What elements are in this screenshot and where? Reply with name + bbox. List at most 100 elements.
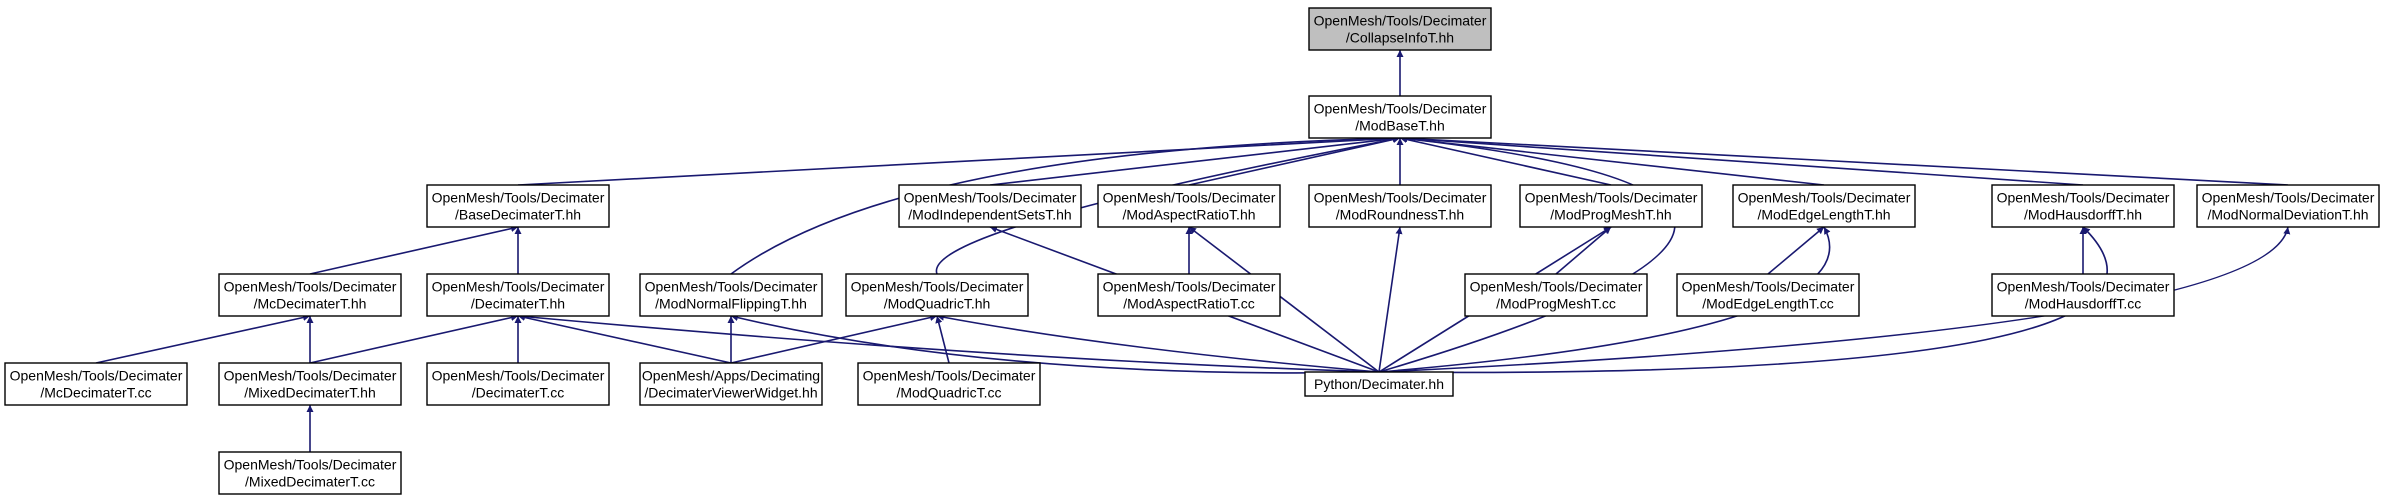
- node-modaspectratio[interactable]: OpenMesh/Tools/Decimater/ModAspectRatioT…: [1097, 184, 1281, 228]
- node-label-line: /ModAspectRatioT.hh: [1122, 207, 1255, 223]
- node-label-line: OpenMesh/Apps/Decimating: [642, 368, 820, 384]
- node-mcdecimater[interactable]: OpenMesh/Tools/Decimater/McDecimaterT.hh: [218, 273, 402, 317]
- node-decimaterviewerwidget[interactable]: OpenMesh/Apps/Decimating/DecimaterViewer…: [639, 362, 823, 406]
- node-modaspectratio_cc[interactable]: OpenMesh/Tools/Decimater/ModAspectRatioT…: [1097, 273, 1281, 317]
- node-label-line: OpenMesh/Tools/Decimater: [2202, 190, 2375, 206]
- node-mixeddecimater_cc[interactable]: OpenMesh/Tools/Decimater/MixedDecimaterT…: [218, 451, 402, 495]
- node-box: [1308, 184, 1492, 228]
- node-python_decimater[interactable]: Python/Decimater.hh: [1304, 371, 1454, 397]
- edge-modquadric_cc-to-modquadric: [935, 315, 950, 364]
- node-label-line: OpenMesh/Tools/Decimater: [432, 190, 605, 206]
- node-label-line: /MixedDecimaterT.hh: [244, 385, 376, 401]
- node-label-line: OpenMesh/Tools/Decimater: [224, 457, 397, 473]
- edge-python_decimater-to-modaspectratio: [1188, 226, 1380, 373]
- nodes-layer: OpenMesh/Tools/Decimater/CollapseInfoT.h…: [4, 7, 2380, 495]
- node-box: [1732, 184, 1916, 228]
- node-label-line: /ModIndependentSetsT.hh: [908, 207, 1071, 223]
- edge-line: [309, 314, 519, 364]
- node-box: [1308, 7, 1492, 51]
- node-box: [426, 184, 610, 228]
- edge-line: [730, 314, 938, 364]
- edge-line: [1399, 134, 2084, 186]
- node-box: [2196, 184, 2380, 228]
- node-basedecimater[interactable]: OpenMesh/Tools/Decimater/BaseDecimaterT.…: [426, 184, 610, 228]
- edge-line: [1188, 226, 1380, 373]
- node-label-line: OpenMesh/Tools/Decimater: [1314, 101, 1487, 117]
- node-box: [639, 362, 823, 406]
- node-box: [1304, 371, 1454, 397]
- edge-line: [1399, 135, 1825, 186]
- node-label-line: /ModEdgeLengthT.cc: [1702, 296, 1834, 312]
- node-label-line: OpenMesh/Tools/Decimater: [432, 279, 605, 295]
- node-box: [1991, 273, 2175, 317]
- node-label-line: OpenMesh/Tools/Decimater: [863, 368, 1036, 384]
- node-decimater[interactable]: OpenMesh/Tools/Decimater/DecimaterT.hh: [426, 273, 610, 317]
- node-decimater_cc[interactable]: OpenMesh/Tools/Decimater/DecimaterT.cc: [426, 362, 610, 406]
- node-label-line: Python/Decimater.hh: [1314, 376, 1444, 392]
- edge-python_decimater-to-modroundness: [1378, 226, 1403, 373]
- edge-modprogmesh-to-modbase: [1399, 136, 1612, 186]
- edge-line: [1399, 134, 2289, 186]
- edge-modhausdorff-to-modbase: [1399, 134, 2084, 186]
- node-label-line: /ModNormalFlippingT.hh: [655, 296, 807, 312]
- node-modnormaldeviation[interactable]: OpenMesh/Tools/Decimater/ModNormalDeviat…: [2196, 184, 2380, 228]
- node-label-line: /ModQuadricT.cc: [896, 385, 1001, 401]
- node-box: [4, 362, 188, 406]
- edges-layer: [95, 50, 2291, 452]
- edge-line: [730, 134, 1401, 275]
- node-label-line: OpenMesh/Tools/Decimater: [10, 368, 183, 384]
- node-label-line: /McDecimaterT.cc: [40, 385, 151, 401]
- node-modedgelength[interactable]: OpenMesh/Tools/Decimater/ModEdgeLengthT.…: [1732, 184, 1916, 228]
- node-modnormalflipping[interactable]: OpenMesh/Tools/Decimater/ModNormalFlippi…: [639, 273, 823, 317]
- node-label-line: OpenMesh/Tools/Decimater: [1103, 279, 1276, 295]
- node-box: [898, 184, 1082, 228]
- node-label-line: /ModNormalDeviationT.hh: [2207, 207, 2368, 223]
- node-label-line: /ModAspectRatioT.cc: [1123, 296, 1255, 312]
- node-box: [218, 451, 402, 495]
- edge-line: [1767, 226, 1825, 275]
- edge-line: [309, 225, 519, 275]
- edge-line: [517, 314, 732, 364]
- node-label-line: /ModRoundnessT.hh: [1336, 207, 1464, 223]
- node-mcdecimater_cc[interactable]: OpenMesh/Tools/Decimater/McDecimaterT.cc: [4, 362, 188, 406]
- node-modroundness[interactable]: OpenMesh/Tools/Decimater/ModRoundnessT.h…: [1308, 184, 1492, 228]
- edge-python_decimater-to-modhausdorff: [1378, 226, 2108, 374]
- node-box: [639, 273, 823, 317]
- node-modquadric_cc[interactable]: OpenMesh/Tools/Decimater/ModQuadricT.cc: [857, 362, 1041, 406]
- edge-decimaterviewerwidget-to-modquadric: [730, 314, 938, 364]
- node-label-line: /ModBaseT.hh: [1355, 118, 1445, 134]
- edge-modnormalflipping-to-modbase: [730, 134, 1401, 275]
- node-modprogmesh[interactable]: OpenMesh/Tools/Decimater/ModProgMeshT.hh: [1519, 184, 1703, 228]
- edge-line: [95, 314, 311, 364]
- node-box: [426, 362, 610, 406]
- node-collapseinfo[interactable]: OpenMesh/Tools/Decimater/CollapseInfoT.h…: [1308, 7, 1492, 51]
- node-modhausdorff[interactable]: OpenMesh/Tools/Decimater/ModHausdorffT.h…: [1991, 184, 2175, 228]
- node-box: [1097, 273, 1281, 317]
- edge-modedgelength-to-modbase: [1399, 135, 1825, 186]
- node-modprogmesh_cc[interactable]: OpenMesh/Tools/Decimater/ModProgMeshT.cc: [1464, 273, 1648, 317]
- node-label-line: /ModProgMeshT.cc: [1496, 296, 1616, 312]
- edge-line: [1555, 226, 1612, 275]
- node-label-line: OpenMesh/Tools/Decimater: [1314, 13, 1487, 29]
- node-mixeddecimater[interactable]: OpenMesh/Tools/Decimater/MixedDecimaterT…: [218, 362, 402, 406]
- node-modedgelength_cc[interactable]: OpenMesh/Tools/Decimater/ModEdgeLengthT.…: [1676, 273, 1860, 317]
- node-modquadric[interactable]: OpenMesh/Tools/Decimater/ModQuadricT.hh: [845, 273, 1029, 317]
- node-label-line: /BaseDecimaterT.hh: [455, 207, 581, 223]
- node-modhausdorff_cc[interactable]: OpenMesh/Tools/Decimater/ModHausdorffT.c…: [1991, 273, 2175, 317]
- node-label-line: OpenMesh/Tools/Decimater: [1738, 190, 1911, 206]
- node-box: [857, 362, 1041, 406]
- edge-line: [1378, 135, 1676, 373]
- node-label-line: /ModHausdorffT.hh: [2024, 207, 2142, 223]
- node-modbase[interactable]: OpenMesh/Tools/Decimater/ModBaseT.hh: [1308, 95, 1492, 139]
- node-modindependentsets[interactable]: OpenMesh/Tools/Decimater/ModIndependentS…: [898, 184, 1082, 228]
- node-label-line: OpenMesh/Tools/Decimater: [1682, 279, 1855, 295]
- edge-python_decimater-to-modnormalflipping: [730, 314, 1380, 374]
- node-label-line: /ModProgMeshT.hh: [1550, 207, 1671, 223]
- edge-line: [1378, 226, 1403, 373]
- node-label-line: /MixedDecimaterT.cc: [245, 474, 375, 490]
- node-box: [1308, 95, 1492, 139]
- edge-modindependentsets-to-modbase: [989, 135, 1401, 186]
- edge-python_decimater-to-modbase: [1378, 135, 1676, 373]
- node-label-line: /McDecimaterT.hh: [254, 296, 367, 312]
- node-label-line: /DecimaterViewerWidget.hh: [644, 385, 817, 401]
